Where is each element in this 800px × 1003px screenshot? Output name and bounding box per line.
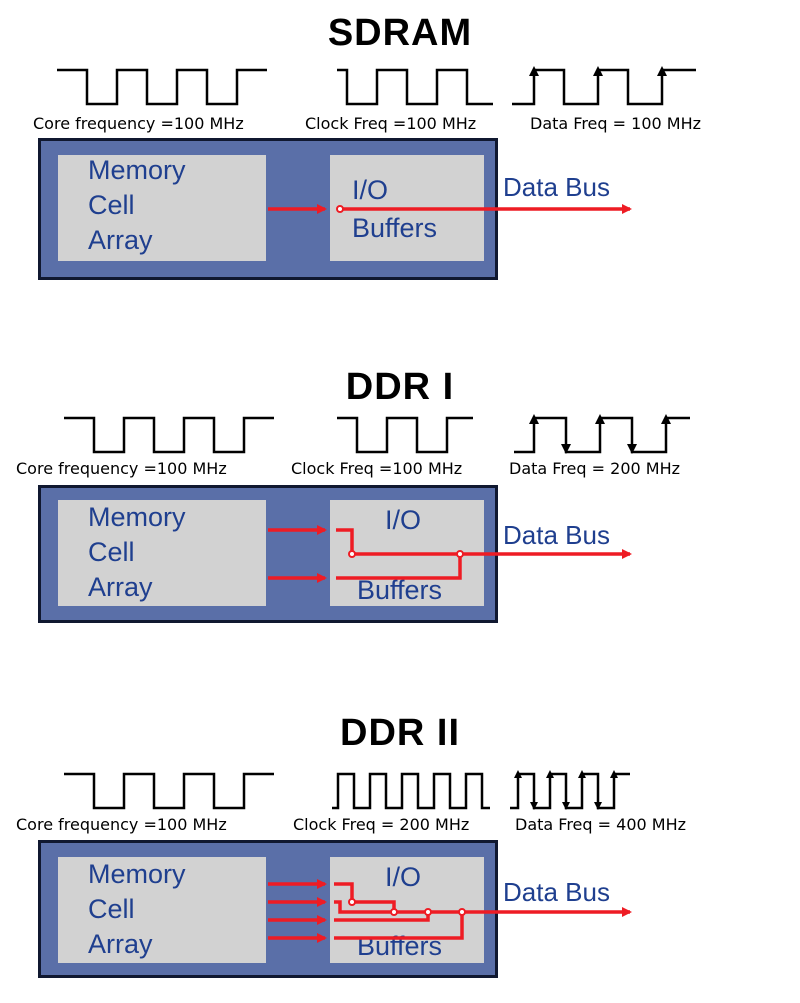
- memory-cell-array-label: Memory Cell Array: [88, 859, 186, 959]
- core-clock-waveform: [64, 772, 274, 810]
- ddr1-path-b: [336, 554, 462, 580]
- data-waveform: [514, 414, 690, 454]
- clock-frequency-label: Clock Freq = 200 MHz: [293, 815, 470, 834]
- clock-waveform: [337, 68, 493, 106]
- ddr2-junction-dot: [390, 908, 398, 916]
- ddr1-path-a: [336, 528, 460, 556]
- memory-cell-array-block: [58, 155, 266, 261]
- buffers-label: Buffers: [357, 931, 443, 961]
- data-waveform: [512, 66, 696, 106]
- data-bus-label: Data Bus: [503, 172, 610, 202]
- memory-cell-array-block: [58, 857, 266, 963]
- buffers-label: Buffers: [357, 575, 443, 605]
- sdram-junction-dot: [336, 205, 344, 213]
- core-frequency-label: Core frequency =100 MHz: [16, 815, 227, 834]
- io-label: I/O: [385, 505, 422, 535]
- data-waveform: [510, 770, 630, 810]
- clock-frequency-label: Clock Freq =100 MHz: [305, 114, 477, 133]
- clock-waveform: [332, 772, 490, 810]
- data-frequency-label: Data Freq = 400 MHz: [515, 815, 686, 834]
- core-clock-waveform: [64, 416, 274, 454]
- section-title-sdram: SDRAM: [327, 12, 473, 54]
- memory-cell-array-label: Memory Cell Array: [88, 502, 186, 602]
- io-buffers-block: [330, 857, 484, 963]
- section-title-ddr2: DDR II: [340, 712, 460, 754]
- ddr1-junction-dot: [456, 550, 464, 558]
- core-frequency-label: Core frequency =100 MHz: [33, 114, 244, 133]
- ddr2-junction-dot: [424, 908, 432, 916]
- clock-frequency-label: Clock Freq =100 MHz: [291, 459, 463, 478]
- ddr2-junction-dot: [348, 898, 356, 906]
- io-label: I/O: [352, 175, 389, 205]
- ddr2-junction-dot: [458, 908, 466, 916]
- section-title-ddr1: DDR I: [345, 366, 455, 408]
- clock-waveform: [337, 416, 473, 454]
- ddr1-junction-dot: [348, 550, 356, 558]
- buffers-label: Buffers: [352, 213, 438, 243]
- data-bus-label: Data Bus: [503, 520, 610, 550]
- core-frequency-label: Core frequency =100 MHz: [16, 459, 227, 478]
- ddr2-path-a: [334, 882, 396, 912]
- data-bus-label: Data Bus: [503, 877, 610, 907]
- ddr2-path-b: [334, 900, 394, 914]
- io-label: I/O: [385, 862, 422, 892]
- memory-cell-array-block: [58, 500, 266, 606]
- ddr2-path-d: [334, 912, 464, 940]
- core-clock-waveform: [57, 68, 267, 106]
- memory-cell-array-label: Memory Cell Array: [88, 155, 186, 255]
- data-frequency-label: Data Freq = 100 MHz: [530, 114, 701, 133]
- data-frequency-label: Data Freq = 200 MHz: [509, 459, 680, 478]
